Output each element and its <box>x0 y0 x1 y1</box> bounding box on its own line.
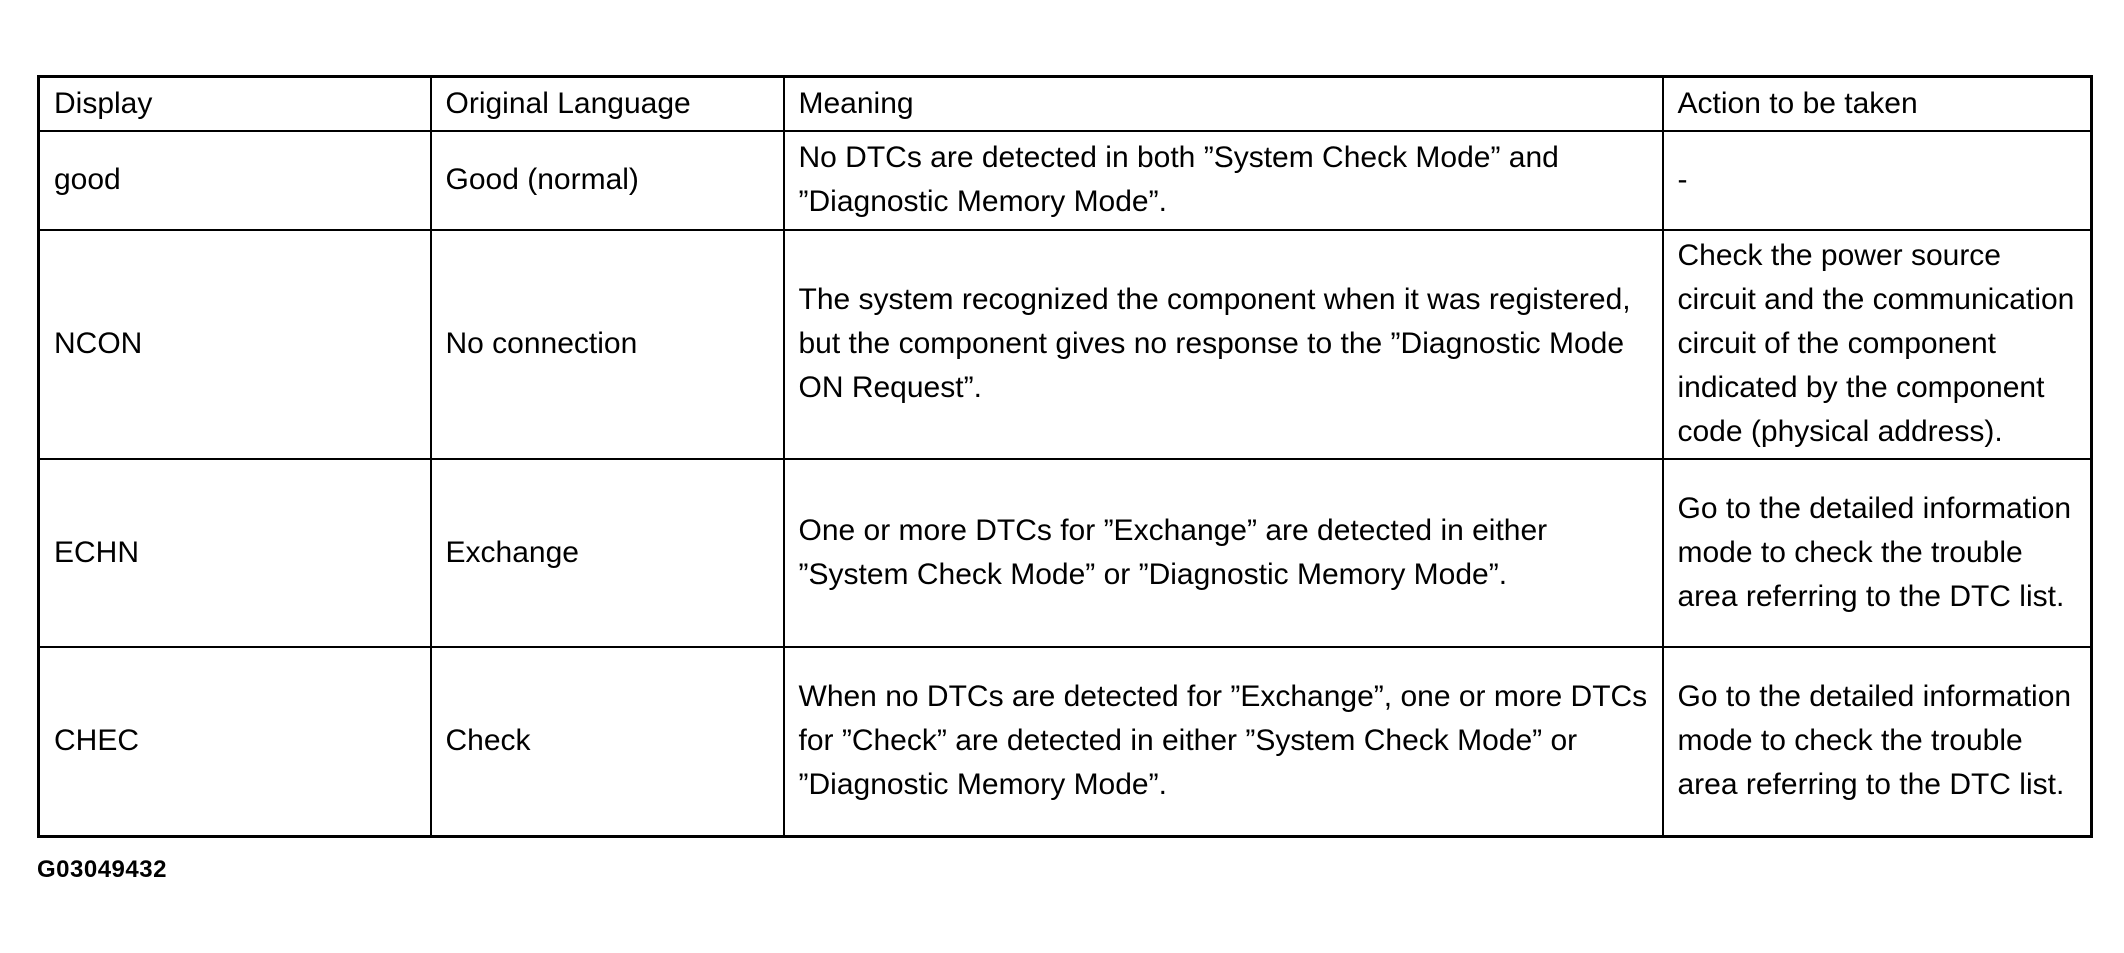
cell-original-language: No connection <box>429 228 785 460</box>
cell-original-language: Good (normal) <box>429 129 785 231</box>
cell-original-language: Exchange <box>429 457 785 648</box>
figure-id-label: G03049432 <box>37 856 167 883</box>
dtc-display-table: Display Original Language Meaning Action… <box>37 75 2093 838</box>
table-row: NCON No connection The system recognized… <box>37 228 2093 460</box>
cell-meaning: When no DTCs are detected for ”Exchange”… <box>782 645 1664 838</box>
cell-original-language: Check <box>429 645 785 838</box>
cell-display: ECHN <box>37 457 432 648</box>
table-row: ECHN Exchange One or more DTCs for ”Exch… <box>37 457 2093 648</box>
table-header-row: Display Original Language Meaning Action… <box>37 75 2093 132</box>
cell-display: good <box>37 129 432 231</box>
header-meaning: Meaning <box>782 75 1664 132</box>
cell-action: Go to the detailed information mode to c… <box>1661 645 2093 838</box>
cell-action: Go to the detailed information mode to c… <box>1661 457 2093 648</box>
table-row: CHEC Check When no DTCs are detected for… <box>37 645 2093 838</box>
cell-meaning: The system recognized the component when… <box>782 228 1664 460</box>
header-original-language: Original Language <box>429 75 785 132</box>
cell-display: NCON <box>37 228 432 460</box>
cell-display: CHEC <box>37 645 432 838</box>
cell-action: Check the power source circuit and the c… <box>1661 228 2093 460</box>
cell-action: - <box>1661 129 2093 231</box>
cell-meaning: No DTCs are detected in both ”System Che… <box>782 129 1664 231</box>
table-row: good Good (normal) No DTCs are detected … <box>37 129 2093 231</box>
header-action: Action to be taken <box>1661 75 2093 132</box>
cell-meaning: One or more DTCs for ”Exchange” are dete… <box>782 457 1664 648</box>
header-display: Display <box>37 75 432 132</box>
